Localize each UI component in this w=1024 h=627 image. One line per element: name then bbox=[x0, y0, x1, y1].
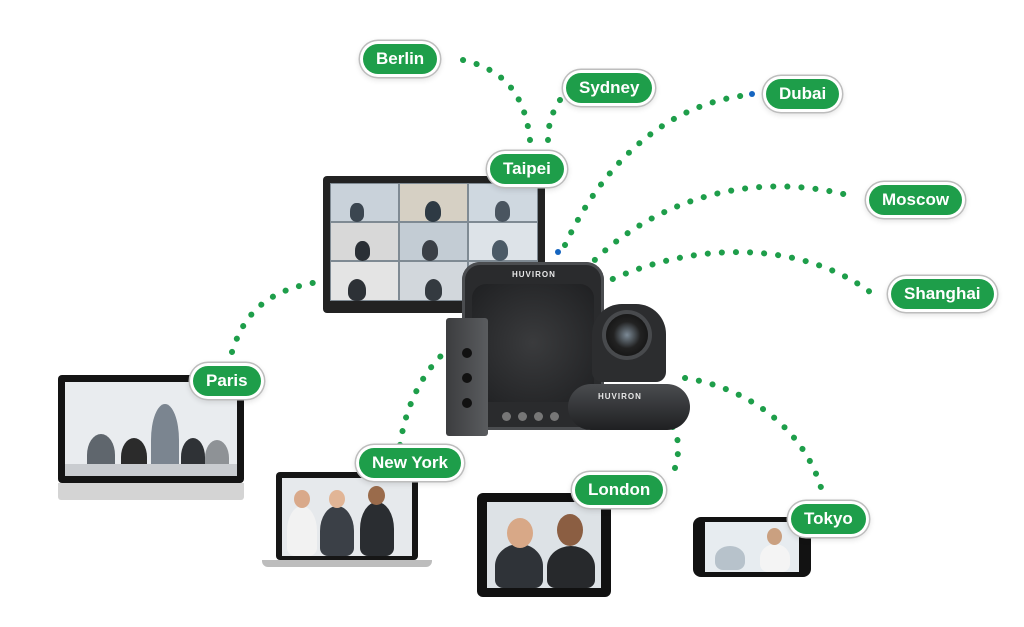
city-badge-berlin[interactable]: Berlin bbox=[363, 44, 438, 74]
city-badge-paris[interactable]: Paris bbox=[193, 366, 261, 396]
participant bbox=[495, 201, 510, 222]
speakerphone-brand: HUVIRON bbox=[512, 270, 556, 279]
monitor-screen bbox=[65, 382, 237, 476]
port-icon bbox=[462, 348, 472, 358]
participant-head bbox=[368, 486, 385, 505]
smartphone bbox=[693, 517, 811, 577]
link-newyork bbox=[397, 349, 448, 448]
participant bbox=[287, 506, 317, 556]
background-people bbox=[715, 546, 745, 570]
link-london bbox=[665, 417, 682, 471]
io-box bbox=[446, 318, 488, 436]
participant bbox=[760, 544, 790, 572]
city-badge-london[interactable]: London bbox=[575, 475, 664, 505]
link-berlin bbox=[460, 57, 533, 143]
laptop-screen bbox=[282, 478, 412, 556]
city-badge-dubai[interactable]: Dubai bbox=[766, 79, 840, 109]
laptop-base bbox=[262, 560, 432, 567]
link-dubai bbox=[562, 92, 751, 248]
participant bbox=[492, 240, 508, 261]
link-tokyo bbox=[682, 375, 826, 498]
participant-head bbox=[557, 514, 583, 546]
wall-display bbox=[323, 176, 545, 313]
participant bbox=[360, 502, 394, 556]
table bbox=[65, 464, 237, 476]
camera-brand: HUVIRON bbox=[598, 392, 642, 401]
city-badge-moscow[interactable]: Moscow bbox=[869, 185, 963, 215]
tablet bbox=[477, 493, 611, 597]
port-icon bbox=[462, 373, 472, 383]
camera-lens bbox=[606, 314, 648, 356]
city-badge-shanghai[interactable]: Shanghai bbox=[891, 279, 994, 309]
video-grid bbox=[330, 183, 538, 301]
participant bbox=[422, 240, 438, 261]
participant bbox=[320, 506, 354, 556]
speakerphone-buttons bbox=[502, 412, 564, 422]
dubai-end-dot bbox=[749, 91, 755, 97]
grid-cell bbox=[330, 183, 399, 222]
camera-base bbox=[568, 384, 690, 430]
ptz-camera: HUVIRON bbox=[568, 300, 690, 432]
port-icon bbox=[462, 398, 472, 408]
hub-dot bbox=[555, 249, 561, 255]
city-badge-new-york[interactable]: New York bbox=[359, 448, 461, 478]
participant-head bbox=[329, 490, 345, 508]
city-badge-tokyo[interactable]: Tokyo bbox=[791, 504, 866, 534]
participant bbox=[350, 203, 364, 222]
speaker-grille bbox=[472, 284, 594, 402]
link-moscow bbox=[582, 183, 858, 273]
participant bbox=[425, 201, 441, 222]
participant-head bbox=[294, 490, 310, 508]
city-badge-taipei[interactable]: Taipei bbox=[490, 154, 564, 184]
link-shanghai bbox=[597, 249, 873, 295]
participant-head bbox=[507, 518, 533, 548]
monitor bbox=[58, 375, 244, 500]
monitor-chin bbox=[58, 483, 244, 500]
participant bbox=[425, 279, 442, 301]
link-paris bbox=[229, 279, 321, 355]
phone-screen bbox=[705, 522, 799, 572]
participant bbox=[547, 546, 595, 588]
laptop bbox=[262, 472, 432, 567]
city-badge-sydney[interactable]: Sydney bbox=[566, 73, 653, 103]
tablet-screen bbox=[487, 502, 601, 588]
participant bbox=[348, 279, 366, 301]
participant-head bbox=[767, 528, 782, 545]
link-sydney bbox=[545, 97, 563, 143]
participant bbox=[355, 241, 370, 261]
participant bbox=[495, 544, 543, 588]
